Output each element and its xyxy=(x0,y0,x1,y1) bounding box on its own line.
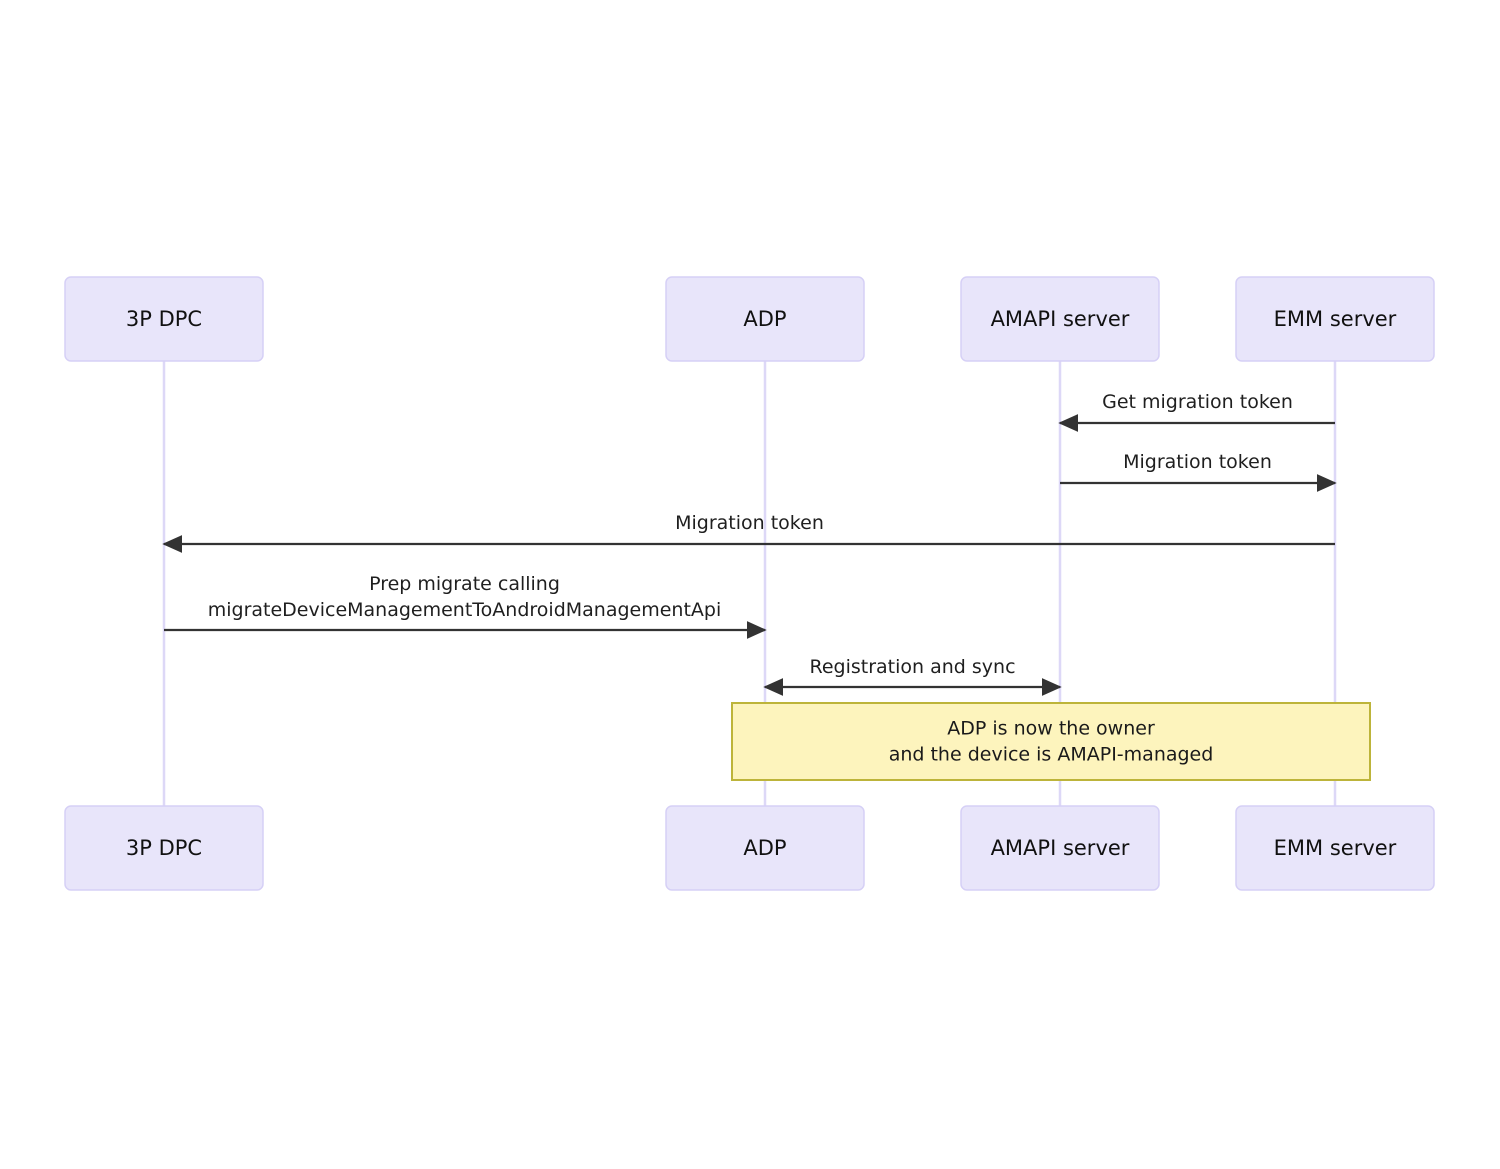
message-label-m3: Migration token xyxy=(675,512,824,534)
actor-box-amapi-top[interactable] xyxy=(960,276,1160,362)
actor-box-adp-top[interactable] xyxy=(665,276,865,362)
actor-box-emm-top[interactable] xyxy=(1235,276,1435,362)
actor-dpc-top[interactable]: 3P DPC xyxy=(64,276,264,362)
actor-box-emm-bottom[interactable] xyxy=(1235,805,1435,891)
actor-box-dpc-top[interactable] xyxy=(64,276,264,362)
message-label-m2: Migration token xyxy=(1123,451,1272,473)
actor-amapi-top[interactable]: AMAPI server xyxy=(960,276,1160,362)
actor-box-adp-bottom[interactable] xyxy=(665,805,865,891)
note-box-n1 xyxy=(731,702,1371,781)
actor-label-adp-bottom: ADP xyxy=(743,836,786,860)
actor-boxes-bottom: 3P DPC ADP AMAPI server EMM server xyxy=(64,805,1435,891)
message-label-m1: Get migration token xyxy=(1102,391,1293,413)
message-label-m5: Registration and sync xyxy=(809,656,1015,678)
actor-boxes-top: 3P DPC ADP AMAPI server EMM server xyxy=(64,276,1435,362)
actor-dpc-bottom[interactable]: 3P DPC xyxy=(64,805,264,891)
actor-label-dpc-bottom: 3P DPC xyxy=(126,836,202,860)
message-m1: Get migration token xyxy=(1058,391,1335,432)
message-m5: Registration and sync xyxy=(763,656,1062,696)
message-m3: Migration token xyxy=(162,512,1335,553)
actor-emm-top[interactable]: EMM server xyxy=(1235,276,1435,362)
actor-label-amapi-top: AMAPI server xyxy=(991,307,1130,331)
actor-label-emm-top: EMM server xyxy=(1274,307,1397,331)
actor-adp-top[interactable]: ADP xyxy=(665,276,865,362)
actor-emm-bottom[interactable]: EMM server xyxy=(1235,805,1435,891)
actor-label-emm-bottom: EMM server xyxy=(1274,836,1397,860)
actor-label-dpc-top: 3P DPC xyxy=(126,307,202,331)
actor-amapi-bottom[interactable]: AMAPI server xyxy=(960,805,1160,891)
actor-label-adp-top: ADP xyxy=(743,307,786,331)
actor-label-amapi-bottom: AMAPI server xyxy=(991,836,1130,860)
actor-box-amapi-bottom[interactable] xyxy=(960,805,1160,891)
actor-box-dpc-bottom[interactable] xyxy=(64,805,264,891)
message-m2: Migration token xyxy=(1060,451,1337,492)
actor-adp-bottom[interactable]: ADP xyxy=(665,805,865,891)
